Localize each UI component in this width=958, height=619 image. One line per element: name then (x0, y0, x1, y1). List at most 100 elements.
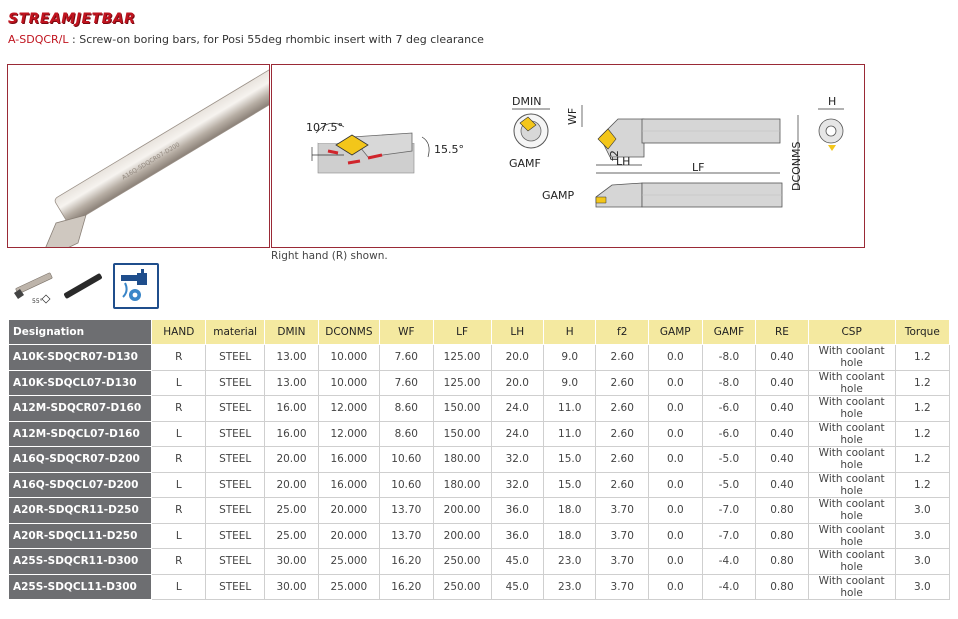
designation-cell: A12M-SDQCR07-D160 (7, 395, 153, 422)
cell-dmin: 30.00 (264, 548, 319, 575)
cell-csp: With coolant hole (807, 446, 896, 473)
cell-dmin: 25.00 (264, 522, 319, 549)
cell-lf: 125.00 (432, 344, 492, 371)
cell-f2: 2.60 (595, 471, 649, 498)
cell-f2: 2.60 (595, 344, 649, 371)
cell-h: 9.0 (542, 369, 597, 396)
cell-dmin: 16.00 (264, 420, 319, 447)
cell-dconms: 25.000 (317, 548, 381, 575)
cell-wf: 10.60 (379, 446, 434, 473)
cell-lh: 36.0 (490, 497, 545, 524)
cell-material: STEEL (205, 522, 266, 549)
drawing-caption: Right hand (R) shown. (271, 250, 388, 262)
cell-gamp: 0.0 (647, 420, 703, 447)
cell-csp: With coolant hole (807, 471, 896, 498)
angle-15-label: 15.5° (434, 143, 464, 156)
cell-lf: 200.00 (432, 497, 492, 524)
designation-cell: A16Q-SDQCR07-D200 (7, 446, 153, 473)
cell-re: 0.40 (755, 369, 809, 396)
designation-cell: A10K-SDQCL07-D130 (7, 369, 153, 396)
cell-dconms: 25.000 (317, 573, 381, 600)
cell-torque: 1.2 (894, 420, 951, 447)
cell-dconms: 10.000 (317, 369, 381, 396)
cell-material: STEEL (205, 446, 266, 473)
dconms-label: DCONMS (790, 141, 803, 191)
cell-lf: 150.00 (432, 420, 492, 447)
cell-gamf: -8.0 (701, 369, 757, 396)
cell-gamp: 0.0 (647, 548, 703, 575)
cell-gamp: 0.0 (647, 522, 703, 549)
cell-re: 0.40 (755, 395, 809, 422)
cell-csp: With coolant hole (807, 344, 896, 371)
wf-label: WF (566, 108, 579, 125)
cell-h: 11.0 (542, 420, 597, 447)
cell-re: 0.80 (755, 573, 809, 600)
cell-lf: 180.00 (432, 471, 492, 498)
cell-torque: 3.0 (894, 497, 951, 524)
cell-re: 0.40 (755, 471, 809, 498)
cell-dmin: 25.00 (264, 497, 319, 524)
cell-gamf: -8.0 (701, 344, 757, 371)
cell-wf: 13.70 (379, 497, 434, 524)
cell-gamp: 0.0 (647, 471, 703, 498)
column-header-csp: CSP (807, 319, 896, 345)
bar-with-insert-thumb-icon[interactable]: 55° (10, 263, 56, 309)
cell-f2: 3.70 (595, 573, 649, 600)
cell-dmin: 20.00 (264, 471, 319, 498)
cell-wf: 13.70 (379, 522, 434, 549)
cell-lh: 36.0 (490, 522, 545, 549)
column-header-dmin: DMIN (264, 319, 319, 345)
cell-gamp: 0.0 (647, 573, 703, 600)
cell-hand: R (151, 497, 207, 524)
cell-csp: With coolant hole (807, 395, 896, 422)
column-header-gamp: GAMP (647, 319, 703, 345)
cell-lh: 24.0 (490, 395, 545, 422)
product-code: A-SDQCR/L (8, 33, 69, 46)
cell-hand: L (151, 522, 207, 549)
cell-re: 0.80 (755, 497, 809, 524)
cell-re: 0.40 (755, 446, 809, 473)
cell-lh: 20.0 (490, 369, 545, 396)
cell-dmin: 20.00 (264, 446, 319, 473)
cell-f2: 3.70 (595, 548, 649, 575)
cell-lh: 20.0 (490, 344, 545, 371)
cell-lh: 45.0 (490, 573, 545, 600)
designation-cell: A25S-SDQCR11-D300 (7, 548, 153, 575)
gamp-label: GAMP (542, 189, 575, 202)
cell-hand: R (151, 548, 207, 575)
cell-dconms: 20.000 (317, 497, 381, 524)
cell-h: 23.0 (542, 573, 597, 600)
cell-wf: 7.60 (379, 344, 434, 371)
insert-shape (335, 134, 369, 156)
coolant-icon[interactable] (113, 263, 159, 309)
h-label: H (828, 95, 836, 108)
product-photo: A16Q-SDQCR07-D200 (7, 64, 270, 248)
cell-gamp: 0.0 (647, 344, 703, 371)
cell-wf: 10.60 (379, 471, 434, 498)
cell-f2: 2.60 (595, 369, 649, 396)
designation-cell: A12M-SDQCL07-D160 (7, 420, 153, 447)
column-header-h: H (542, 319, 597, 345)
column-header-designation: Designation (7, 319, 153, 345)
designation-cell: A20R-SDQCL11-D250 (7, 522, 153, 549)
cell-csp: With coolant hole (807, 573, 896, 600)
lf-label: LF (692, 161, 704, 174)
cell-csp: With coolant hole (807, 522, 896, 549)
dimension-drawing-svg: 107.5° 15.5° DMIN GAMF WF f2 LH LF DCONM… (306, 95, 844, 208)
bar-thumb-icon[interactable] (60, 263, 106, 309)
cell-hand: L (151, 573, 207, 600)
f2-label: f2 (608, 150, 621, 161)
brand-logo-text: STREAMJETBAR (8, 11, 136, 27)
cell-torque: 3.0 (894, 548, 951, 575)
cell-lf: 250.00 (432, 548, 492, 575)
